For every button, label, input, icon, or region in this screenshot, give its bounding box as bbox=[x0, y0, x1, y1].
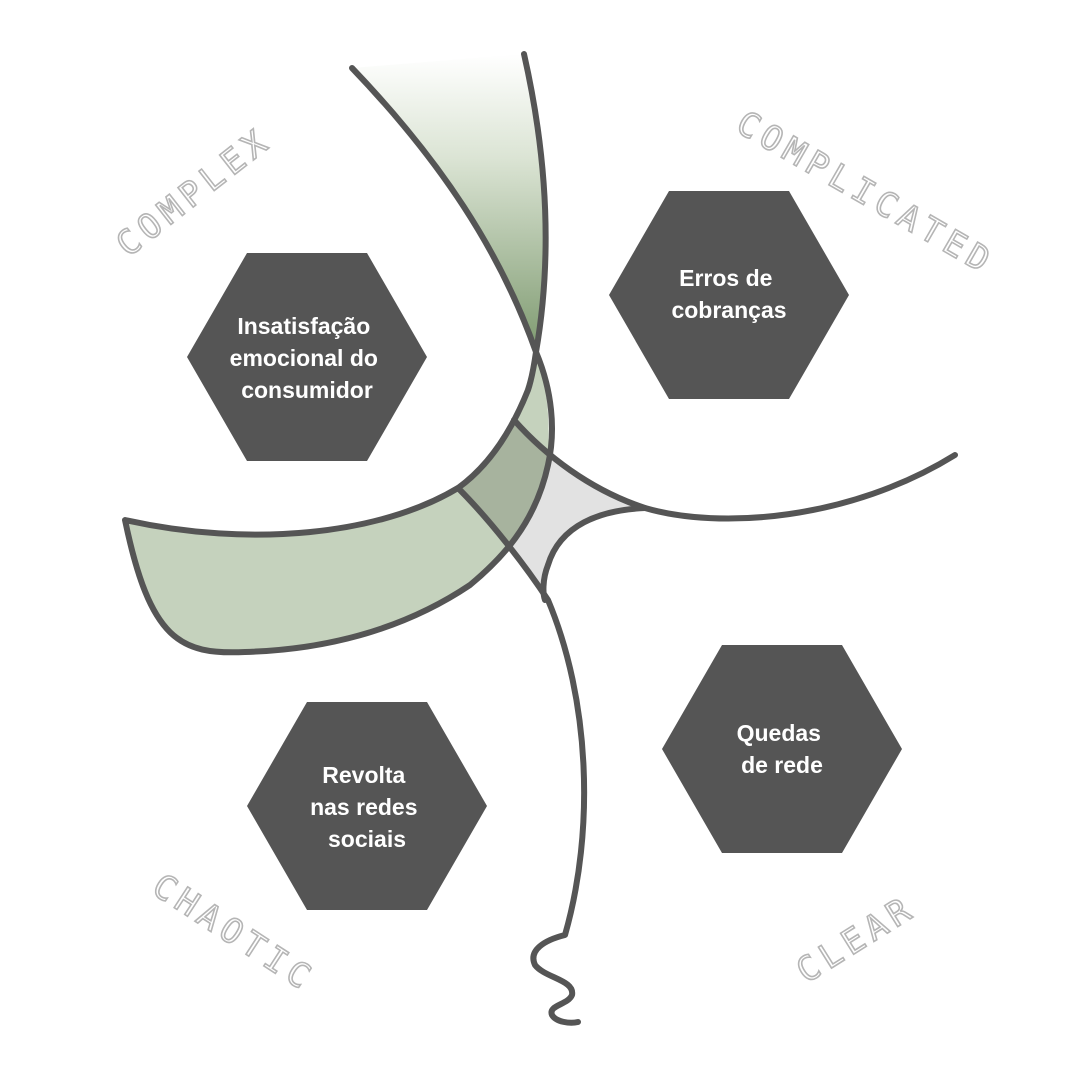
top-gradient-band bbox=[352, 54, 546, 352]
hexagon-complex: Insatisfação emocional do consumidor bbox=[187, 253, 427, 461]
hexagon-clear: Quedas de rede bbox=[662, 645, 902, 853]
hexagon-complicated: Erros de cobranças bbox=[609, 191, 849, 399]
hexagon-clear-text: Quedas de rede bbox=[737, 720, 828, 778]
left-green-band bbox=[125, 488, 508, 653]
hexagon-chaotic-text: Revolta nas redes sociais bbox=[310, 762, 424, 852]
complex-domain-label: COMPLEX bbox=[109, 119, 280, 265]
center-curve-line bbox=[540, 505, 648, 603]
hexagon-complicated-text: Erros de cobranças bbox=[671, 265, 786, 323]
overlap-zone bbox=[458, 420, 548, 545]
clear-domain-label: CLEAR bbox=[790, 888, 923, 992]
outer-arc-line bbox=[122, 51, 555, 656]
center-green-band bbox=[514, 352, 549, 457]
boundary-lines bbox=[122, 51, 958, 1026]
hexagon-complex-text: Insatisfação emocional do consumidor bbox=[230, 313, 385, 403]
inner-left-line bbox=[511, 417, 958, 522]
central-disorder-zone bbox=[508, 457, 645, 600]
hexagon-chaotic: Revolta nas redes sociais bbox=[247, 702, 487, 910]
